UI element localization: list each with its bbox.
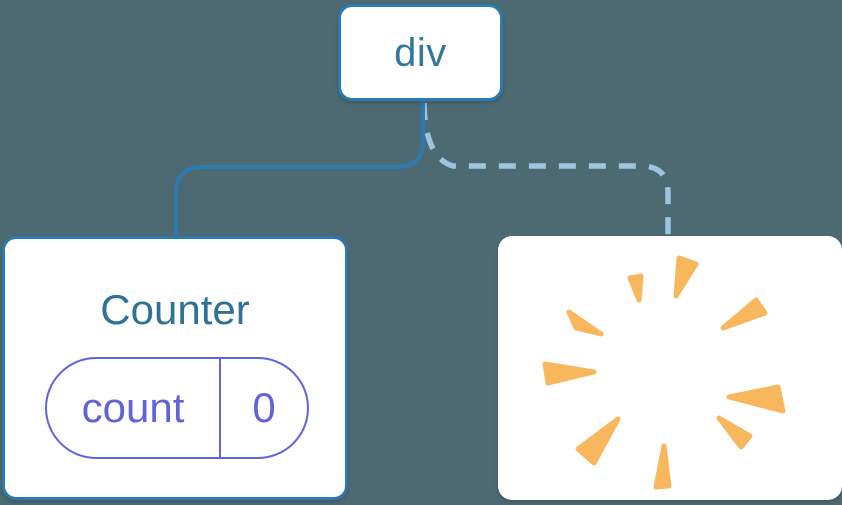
state-value-label: 0	[252, 384, 276, 431]
counter-title: Counter	[100, 286, 250, 333]
counter-component-card: Counter count 0	[2, 236, 348, 500]
root-node-label: div	[394, 30, 447, 75]
poof-explosion-icon	[542, 255, 786, 490]
dashed-edge-line	[421, 102, 671, 237]
state-pill: count 0	[45, 357, 309, 459]
root-node-div: div	[338, 4, 503, 101]
state-key-label: count	[81, 384, 185, 431]
state-value-cell: 0	[221, 359, 307, 457]
solid-edge-line	[174, 99, 425, 240]
state-key-cell: count	[47, 359, 221, 457]
removed-component-card	[498, 236, 842, 500]
